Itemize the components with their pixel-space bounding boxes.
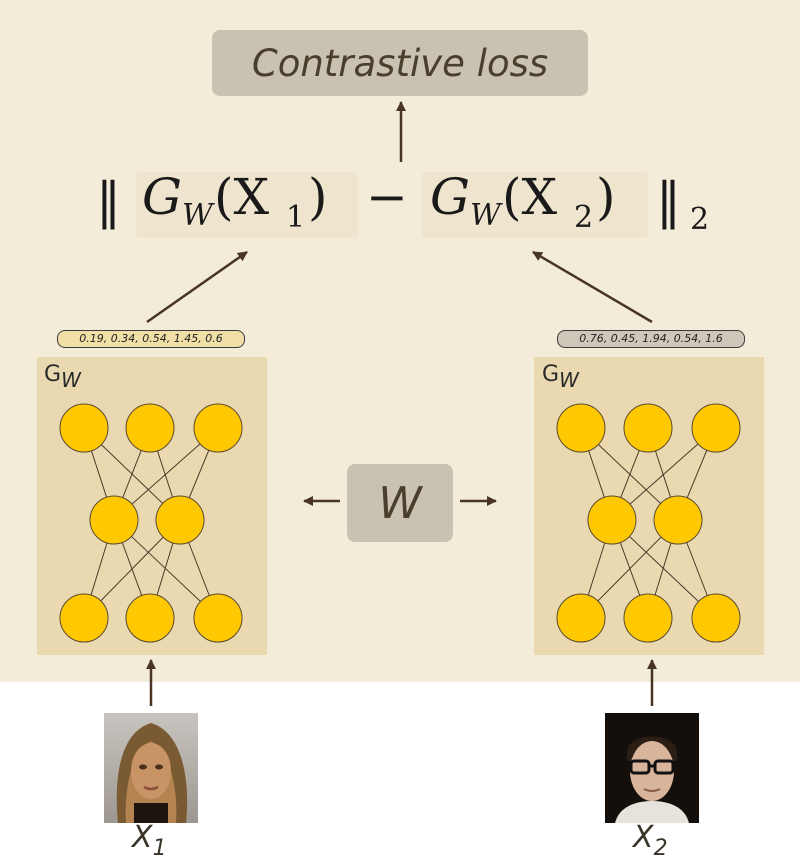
right-arg: (X — [502, 168, 558, 226]
norm-open: ‖ — [96, 172, 121, 230]
right-close: ) — [596, 168, 616, 226]
right-neuron — [691, 403, 741, 453]
face-photo-woman-icon — [104, 713, 198, 823]
norm-sub: 2 — [690, 202, 710, 237]
arrow-right-to-term — [532, 250, 653, 324]
left-arg: (X — [214, 168, 270, 226]
left-term-highlight — [136, 172, 358, 238]
right-idx: 2 — [574, 200, 594, 235]
right-neuron — [556, 403, 606, 453]
right-network-neurons — [556, 403, 741, 643]
right-embedding-vector: 0.76, 0.45, 1.94, 0.54, 1.6 — [557, 330, 745, 348]
left-neuron — [125, 403, 175, 453]
left-neuron — [89, 495, 139, 545]
norm-close: ‖ — [656, 172, 681, 230]
left-neuron — [193, 403, 243, 453]
left-neuron — [155, 495, 205, 545]
right-neuron — [623, 593, 673, 643]
distance-formula: ‖ G W (X 1 ) − G W (X 2 ) ‖ 2 — [96, 166, 716, 242]
right-g-sub: W — [470, 198, 501, 233]
face-photo-man-icon — [605, 713, 699, 823]
left-neuron — [59, 403, 109, 453]
right-neuron — [653, 495, 703, 545]
contrastive-loss-box: Contrastive loss — [212, 30, 588, 96]
left-neuron — [59, 593, 109, 643]
arrow-left-to-term — [146, 250, 248, 324]
left-embedding-vector: 0.19, 0.34, 0.54, 1.45, 0.6 — [57, 330, 245, 348]
right-neuron — [587, 495, 637, 545]
left-network-neurons — [59, 403, 243, 643]
left-idx: 1 — [286, 200, 306, 235]
left-neuron — [125, 593, 175, 643]
right-network-label: GW — [542, 362, 579, 392]
right-neuron — [556, 593, 606, 643]
right-term-highlight — [422, 172, 648, 238]
shared-weights-box: W — [347, 464, 453, 542]
right-g: G — [430, 168, 470, 226]
input-label-x2: X2 — [633, 820, 668, 861]
minus-sign: − — [366, 168, 408, 226]
left-neuron — [193, 593, 243, 643]
left-network-label: GW — [44, 362, 81, 392]
right-neuron — [623, 403, 673, 453]
left-close: ) — [308, 168, 328, 226]
left-g: G — [142, 168, 182, 226]
left-g-sub: W — [182, 198, 213, 233]
input-label-x1: X1 — [132, 820, 167, 861]
right-neuron — [691, 593, 741, 643]
